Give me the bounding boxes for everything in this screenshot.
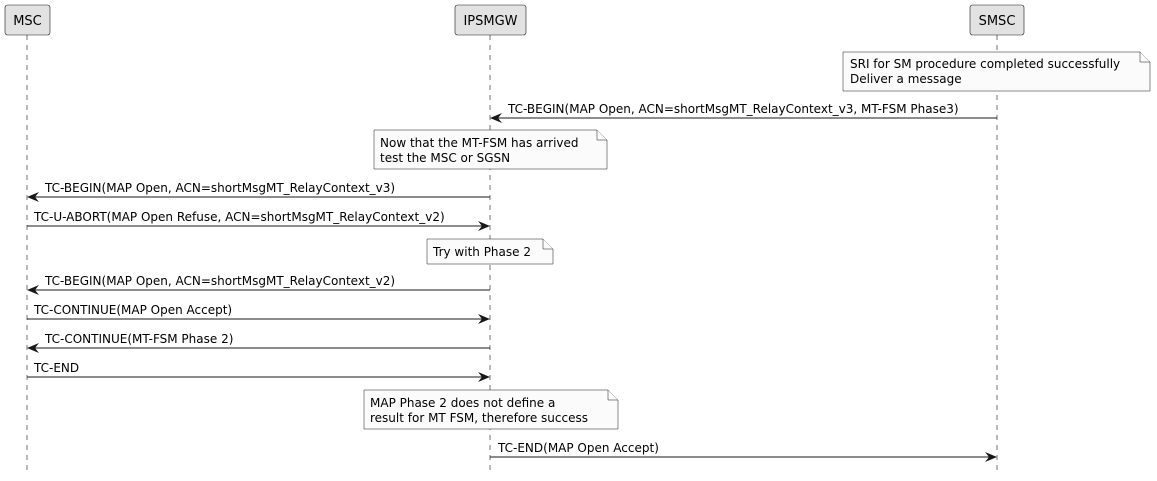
note-line: Now that the MT-FSM has arrived (380, 136, 579, 150)
message-smsc-to-ipsmgw: TC-BEGIN(MAP Open, ACN=shortMsgMT_RelayC… (490, 102, 997, 123)
note-line: Try with Phase 2 (432, 245, 531, 259)
note-line: MAP Phase 2 does not define a (370, 396, 555, 410)
arrowhead-icon (985, 452, 997, 462)
message-msc-to-ipsmgw: TC-U-ABORT(MAP Open Refuse, ACN=shortMsg… (27, 210, 490, 231)
note-phase-2-success: MAP Phase 2 does not define a result for… (363, 389, 619, 430)
note-line: test the MSC or SGSN (380, 151, 510, 165)
arrowhead-icon (478, 221, 490, 231)
arrowhead-icon (478, 314, 490, 324)
message-label: TC-END (33, 361, 79, 375)
note-mt-fsm-arrived: Now that the MT-FSM has arrived test the… (373, 129, 608, 170)
message-label: TC-END(MAP Open Accept) (497, 441, 659, 455)
message-label: TC-BEGIN(MAP Open, ACN=shortMsgMT_RelayC… (507, 102, 959, 116)
note-sri-complete: SRI for SM procedure completed successfu… (842, 51, 1151, 92)
message-msc-to-ipsmgw: TC-END (27, 361, 490, 382)
note-try-phase-2: Try with Phase 2 (426, 238, 554, 265)
message-msc-to-ipsmgw: TC-CONTINUE(MAP Open Accept) (27, 303, 490, 324)
message-ipsmgw-to-msc: TC-BEGIN(MAP Open, ACN=shortMsgMT_RelayC… (27, 181, 490, 202)
message-ipsmgw-to-msc: TC-CONTINUE(MT-FSM Phase 2) (27, 332, 490, 353)
message-ipsmgw-to-smsc: TC-END(MAP Open Accept) (490, 441, 997, 462)
note-line: SRI for SM procedure completed successfu… (850, 57, 1120, 71)
arrowhead-icon (490, 113, 502, 123)
participant-ipsmgw: IPSMGW (454, 4, 527, 36)
note-line: Deliver a message (850, 72, 962, 86)
arrowhead-icon (478, 372, 490, 382)
note-line: result for MT FSM, therefore success (370, 411, 588, 425)
participant-label: SMSC (979, 14, 1016, 29)
participant-label: IPSMGW (463, 14, 517, 29)
arrowhead-icon (27, 192, 39, 202)
arrowhead-icon (27, 343, 39, 353)
message-label: TC-CONTINUE(MAP Open Accept) (33, 303, 232, 317)
participant-msc: MSC (4, 4, 51, 36)
message-label: TC-CONTINUE(MT-FSM Phase 2) (44, 332, 233, 346)
message-ipsmgw-to-msc: TC-BEGIN(MAP Open, ACN=shortMsgMT_RelayC… (27, 274, 490, 295)
message-label: TC-BEGIN(MAP Open, ACN=shortMsgMT_RelayC… (44, 181, 395, 195)
participant-label: MSC (13, 14, 42, 29)
message-label: TC-BEGIN(MAP Open, ACN=shortMsgMT_RelayC… (44, 274, 395, 288)
message-label: TC-U-ABORT(MAP Open Refuse, ACN=shortMsg… (33, 210, 445, 224)
participant-smsc: SMSC (969, 4, 1025, 36)
arrowhead-icon (27, 285, 39, 295)
